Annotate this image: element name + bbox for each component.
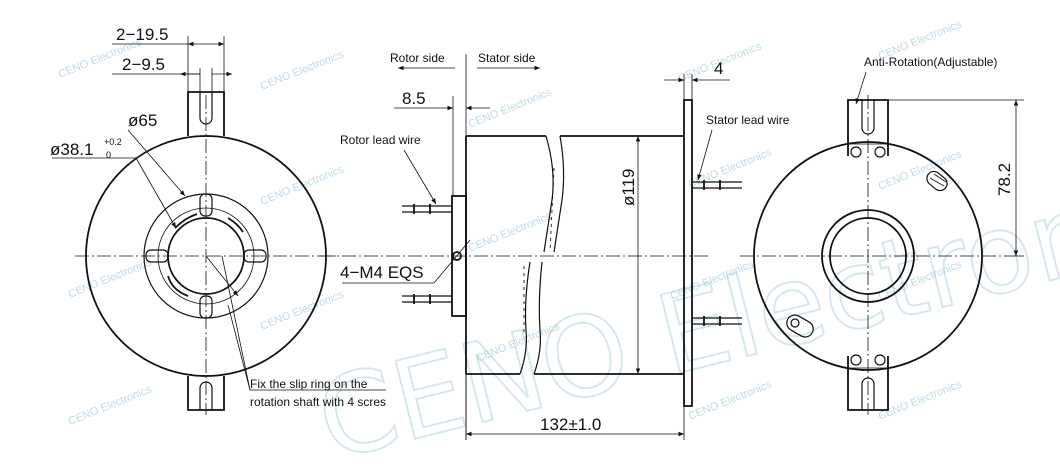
rotor-lead-wire-label: Rotor lead wire bbox=[340, 133, 421, 147]
watermark-layer: CENO Electron CENO Electronics CENO Elec… bbox=[57, 18, 1060, 466]
watermark-small: CENO Electronics bbox=[687, 146, 774, 191]
rear-wire-slot bbox=[926, 170, 948, 192]
rear-bottom-tab bbox=[847, 356, 889, 411]
rear-top-tab bbox=[847, 99, 889, 156]
tab-screw bbox=[850, 146, 862, 158]
front-top-tab-slot bbox=[199, 92, 213, 125]
stator-flange bbox=[683, 99, 693, 407]
note-leader bbox=[227, 304, 251, 391]
dim-slot-inner: 2−9.5 bbox=[122, 55, 165, 74]
rear-wire-hatch bbox=[929, 177, 945, 187]
rear-bore-outer bbox=[821, 209, 915, 303]
rear-top-tab-slot bbox=[861, 100, 875, 135]
screw-mark bbox=[452, 251, 462, 261]
break-line bbox=[553, 135, 565, 253]
dim-flange: 8.5 bbox=[402, 89, 426, 108]
note-line-2: rotation shaft with 4 scres bbox=[250, 395, 386, 409]
front-wire-arc-dots bbox=[174, 213, 198, 229]
rear-bottom-tab-slot bbox=[861, 377, 875, 410]
front-mount-slot bbox=[199, 193, 213, 217]
front-wire-arc bbox=[174, 213, 198, 229]
tab-screw bbox=[874, 146, 886, 158]
screws-label: 4−M4 EQS bbox=[340, 263, 424, 282]
front-bottom-tab bbox=[187, 376, 225, 411]
bore-leader bbox=[135, 157, 177, 229]
front-mount-slot bbox=[199, 295, 213, 319]
dim-bore-tol-upper: +0.2 bbox=[104, 137, 122, 147]
watermark-small: CENO Electronics bbox=[467, 86, 554, 131]
watermark-small: CENO Electronics bbox=[67, 383, 154, 428]
watermark-small: CENO Electronics bbox=[877, 378, 964, 423]
tab-screw bbox=[850, 354, 862, 366]
dim-diameter: ø119 bbox=[619, 169, 638, 207]
break-line bbox=[533, 261, 543, 375]
stator-lead-wire-label: Stator lead wire bbox=[706, 113, 790, 127]
front-mount-slot bbox=[145, 249, 169, 263]
watermark-small: CENO Electronics bbox=[467, 210, 554, 255]
dim-pcd: ø65 bbox=[128, 111, 157, 130]
note-line-1: Fix the slip ring on the bbox=[250, 377, 368, 391]
rotor-side-label: Rotor side bbox=[390, 51, 445, 65]
dim-height: 78.2 bbox=[995, 163, 1014, 196]
front-view: 2−19.5 2−9.5 ø65 ø38.1 +0.2 0 Fix the sl… bbox=[50, 25, 386, 415]
hidden-line bbox=[549, 167, 555, 253]
rear-outer-circle bbox=[753, 141, 983, 371]
pcd-leader bbox=[127, 129, 186, 197]
watermark-small: CENO Electronics bbox=[67, 256, 154, 301]
break-line bbox=[543, 135, 554, 253]
break-line bbox=[519, 261, 531, 375]
rear-view: Anti-Rotation(Adjustable) 78.2 bbox=[740, 55, 1024, 415]
screws-leader bbox=[433, 239, 471, 284]
note-leader bbox=[205, 255, 239, 297]
front-bottom-tab-slot bbox=[199, 381, 213, 410]
dim-length: 132±1.0 bbox=[540, 415, 601, 434]
note-leader bbox=[221, 255, 251, 391]
front-wire-arc bbox=[167, 275, 189, 297]
dim-bore-tol-lower: 0 bbox=[106, 150, 111, 160]
rear-bore-inner bbox=[829, 217, 907, 295]
stator-side-label: Stator side bbox=[478, 51, 536, 65]
tab-screw bbox=[874, 354, 886, 366]
stator-lead-wire-leader bbox=[697, 129, 713, 181]
anti-rotation-leader bbox=[855, 71, 867, 105]
watermark-small: CENO Electronics bbox=[259, 48, 346, 93]
rear-wire-slot bbox=[786, 314, 814, 338]
front-mount-slot bbox=[243, 249, 267, 263]
watermark-small: CENO Electronics bbox=[259, 288, 346, 333]
dim-bore: ø38.1 bbox=[50, 140, 93, 159]
front-top-tab bbox=[187, 91, 225, 136]
side-view: Rotor side Stator side 8.5 Rotor lead wi… bbox=[320, 51, 790, 440]
rotor-lead-wire-leader bbox=[403, 149, 437, 205]
rear-slot-hole bbox=[790, 318, 800, 328]
dim-slot-outer: 2−19.5 bbox=[116, 25, 168, 44]
anti-rotation-label: Anti-Rotation(Adjustable) bbox=[864, 55, 997, 69]
rear-wire-hatch bbox=[933, 173, 947, 183]
dim-thickness: 4 bbox=[714, 59, 723, 78]
front-inner-ring bbox=[157, 207, 255, 305]
front-wire-arc bbox=[227, 217, 244, 233]
